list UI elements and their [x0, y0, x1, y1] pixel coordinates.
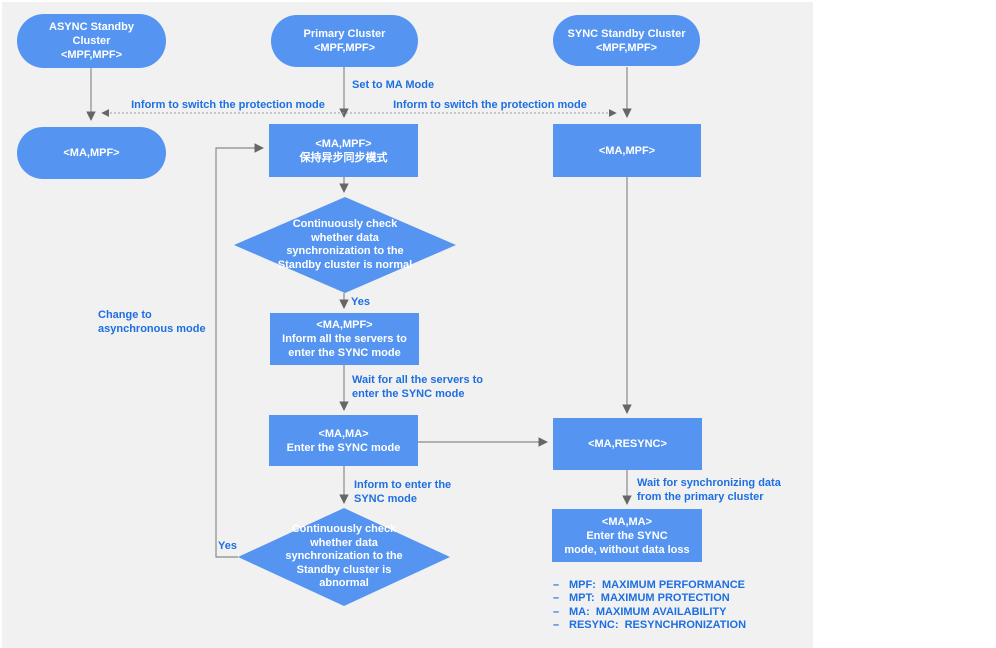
label-change-to-async: Change to asynchronous mode [98, 309, 206, 335]
node-keep-async-mode: <MA,MPF> 保持异步同步模式 [269, 124, 418, 177]
legend-dash: – [553, 605, 560, 618]
legend-item: – MPT: MAXIMUM PROTECTION [553, 592, 746, 605]
legend-item-label: MPT: MAXIMUM PROTECTION [569, 592, 730, 605]
label-inform-switch-right: Inform to switch the protection mode [393, 99, 587, 111]
decision-check-abnormal: Continuously check whether data synchron… [285, 523, 403, 590]
label-wait-all-servers: Wait for all the servers to enter the SY… [352, 374, 484, 400]
node-async-standby-cluster: ASYNC Standby Cluster <MPF,MPF> [17, 14, 166, 68]
node-ma-resync: <MA,RESYNC> [553, 418, 702, 470]
legend-item: – MPF: MAXIMUM PERFORMANCE [553, 579, 746, 592]
label-wait-sync-data: Wait for synchronizing data from the pri… [637, 477, 781, 503]
label-yes-bottom: Yes [218, 540, 237, 552]
node-sync-ma-mpf: <MA,MPF> [553, 124, 701, 177]
node-enter-sync-mode: <MA,MA> Enter the SYNC mode [269, 415, 418, 466]
label-inform-switch-left: Inform to switch the protection mode [131, 99, 325, 111]
label-set-to-ma-mode: Set to MA Mode [352, 79, 435, 91]
legend-dash: – [553, 619, 560, 632]
legend-item-label: MA: MAXIMUM AVAILABILITY [569, 605, 727, 618]
node-enter-sync-no-data-loss: <MA,MA> Enter the SYNC mode, without dat… [552, 509, 702, 562]
legend-dash: – [553, 592, 560, 605]
legend-item-label: MPF: MAXIMUM PERFORMANCE [569, 579, 745, 591]
legend-item: – RESYNC: RESYNCHRONIZATION [553, 619, 746, 632]
legend: – MPF: MAXIMUM PERFORMANCE – MPT: MAXIMU… [553, 579, 746, 633]
decision-check-normal: Continuously check whether data synchron… [277, 218, 413, 271]
node-async-ma-mpf: <MA,MPF> [17, 127, 166, 179]
legend-item-label: RESYNC: RESYNCHRONIZATION [569, 619, 747, 632]
legend-item: – MA: MAXIMUM AVAILABILITY [553, 606, 746, 619]
label-inform-to-enter: Inform to enter the SYNC mode [354, 479, 452, 505]
label-yes-top: Yes [351, 296, 370, 308]
legend-dash: – [553, 579, 560, 591]
node-primary-cluster: Primary Cluster <MPF,MPF> [271, 15, 418, 67]
node-sync-standby-cluster: SYNC Standby Cluster <MPF,MPF> [553, 15, 700, 66]
node-inform-all-servers: <MA,MPF> Inform all the servers to enter… [270, 313, 419, 365]
